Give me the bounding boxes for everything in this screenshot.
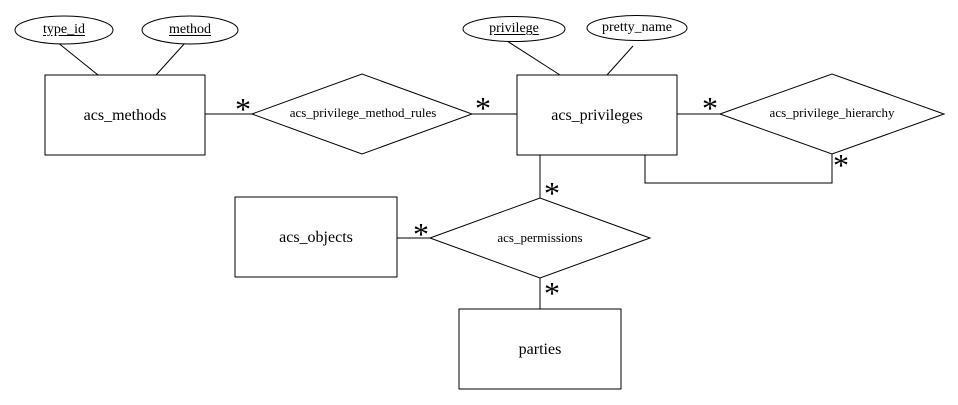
relationship-diamond-acs-permissions [428, 197, 652, 279]
attribute-ellipse-pretty-name [586, 15, 688, 41]
cardinality-star-rules-methods-side: * [235, 91, 251, 127]
attribute-ellipse-method [141, 15, 239, 45]
attribute-label-pretty-name: pretty_name [602, 20, 672, 35]
cardinality-star-permissions-objects-side: * [413, 216, 429, 252]
attribute-label-method: method [169, 22, 211, 37]
entity-label-acs-privileges: acs_privileges [551, 107, 643, 124]
attribute-label-privilege: privilege [489, 21, 539, 36]
entity-box-parties [458, 308, 622, 390]
entity-label-acs-methods: acs_methods [83, 107, 167, 124]
relationship-diamond-acs-privilege-method-rules [250, 73, 474, 155]
connector-type-id-to-acs-methods [56, 41, 99, 76]
attribute-ellipse-type-id [14, 15, 114, 45]
cardinality-star-hierarchy-left-side: * [702, 90, 718, 126]
entity-box-acs-objects [234, 196, 398, 278]
entity-box-acs-privileges [516, 74, 678, 156]
entity-label-parties: parties [518, 341, 562, 358]
connector-hierarchy-loop-to-acs-privileges [644, 154, 833, 184]
relationship-diamond-acs-privilege-hierarchy [718, 73, 946, 155]
connector-pretty-name-to-acs-privileges [606, 45, 634, 76]
entity-box-acs-methods [44, 74, 206, 156]
relationship-label-acs-permissions: acs_permissions [497, 230, 583, 245]
connector-privilege-to-acs-privileges [506, 40, 561, 76]
attribute-ellipse-privilege [462, 16, 566, 42]
entity-label-acs-objects: acs_objects [279, 229, 353, 246]
relationship-label-acs-privilege-method-rules: acs_privilege_method_rules [289, 105, 437, 120]
relationship-label-acs-privilege-hierarchy: acs_privilege_hierarchy [769, 105, 895, 120]
connector-method-to-acs-methods [155, 42, 186, 76]
cardinality-star-permissions-parties-side: * [544, 275, 560, 311]
cardinality-star-permissions-privileges-side: * [544, 175, 560, 211]
cardinality-star-hierarchy-bottom-side: * [833, 147, 849, 183]
attribute-label-type-id: type_id [43, 22, 85, 37]
cardinality-star-rules-privileges-side: * [475, 90, 491, 126]
